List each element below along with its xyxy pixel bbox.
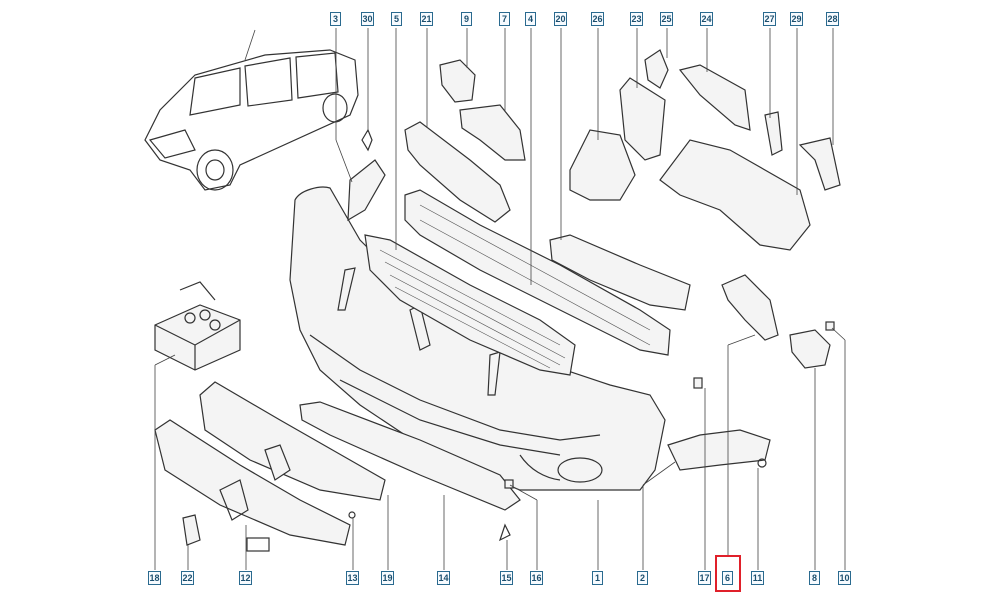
fog-lamp-bracket-8 [789,329,831,369]
callout-2[interactable]: 2 [637,571,648,585]
callout-6[interactable]: 6 [722,571,733,585]
callout-26[interactable]: 26 [591,12,604,26]
callout-30[interactable]: 30 [361,12,374,26]
callout-8[interactable]: 8 [809,571,820,585]
callout-15[interactable]: 15 [500,571,513,585]
bracket-7 [459,104,526,161]
bracket-28 [798,137,841,191]
screw-11 [757,458,767,468]
clip-10 [825,321,835,331]
cross-member-29 [659,139,811,251]
impact-absorber [404,189,671,356]
selected-callout-highlight [715,555,741,592]
callout-10[interactable]: 10 [838,571,851,585]
deflector-23 [619,77,666,161]
fastener-kit-box [154,281,241,371]
bracket-9 [439,59,476,103]
callout-20[interactable]: 20 [554,12,567,26]
bracket-24 [678,64,751,131]
bracket-6 [721,274,779,341]
bracket-3 [347,159,386,222]
callout-11[interactable]: 11 [751,571,764,585]
callout-19[interactable]: 19 [381,571,394,585]
callout-14[interactable]: 14 [437,571,450,585]
absorber-20 [549,234,691,311]
callout-4[interactable]: 4 [525,12,536,26]
clip-16 [504,479,514,489]
callout-12[interactable]: 12 [239,571,252,585]
callout-13[interactable]: 13 [346,571,359,585]
callout-9[interactable]: 9 [461,12,472,26]
callout-29[interactable]: 29 [790,12,803,26]
callout-22[interactable]: 22 [181,571,194,585]
callout-21[interactable]: 21 [420,12,433,26]
callout-23[interactable]: 23 [630,12,643,26]
callout-24[interactable]: 24 [700,12,713,26]
callout-25[interactable]: 25 [660,12,673,26]
callout-27[interactable]: 27 [763,12,776,26]
vehicle-thumbnail [144,29,359,191]
lower-grille-mesh [364,234,576,376]
bracket-25 [644,49,669,89]
upper-absorber [404,121,511,223]
callout-3[interactable]: 3 [330,12,341,26]
callout-7[interactable]: 7 [499,12,510,26]
clip-17 [693,377,703,389]
deflector-26 [569,129,636,201]
callout-18[interactable]: 18 [148,571,161,585]
callout-16[interactable]: 16 [530,571,543,585]
bottom-leader-lines [154,327,846,570]
callout-1[interactable]: 1 [592,571,603,585]
radiator-grille [154,381,386,552]
lower-trim-strip [299,401,521,511]
clip-13 [348,511,356,519]
callout-5[interactable]: 5 [391,12,402,26]
callout-28[interactable]: 28 [826,12,839,26]
clip-30 [361,128,373,152]
top-leader-lines [335,28,834,285]
bracket-27 [764,111,783,156]
callout-17[interactable]: 17 [698,571,711,585]
bracket-2 [667,429,771,471]
bolt-15 [498,523,511,542]
